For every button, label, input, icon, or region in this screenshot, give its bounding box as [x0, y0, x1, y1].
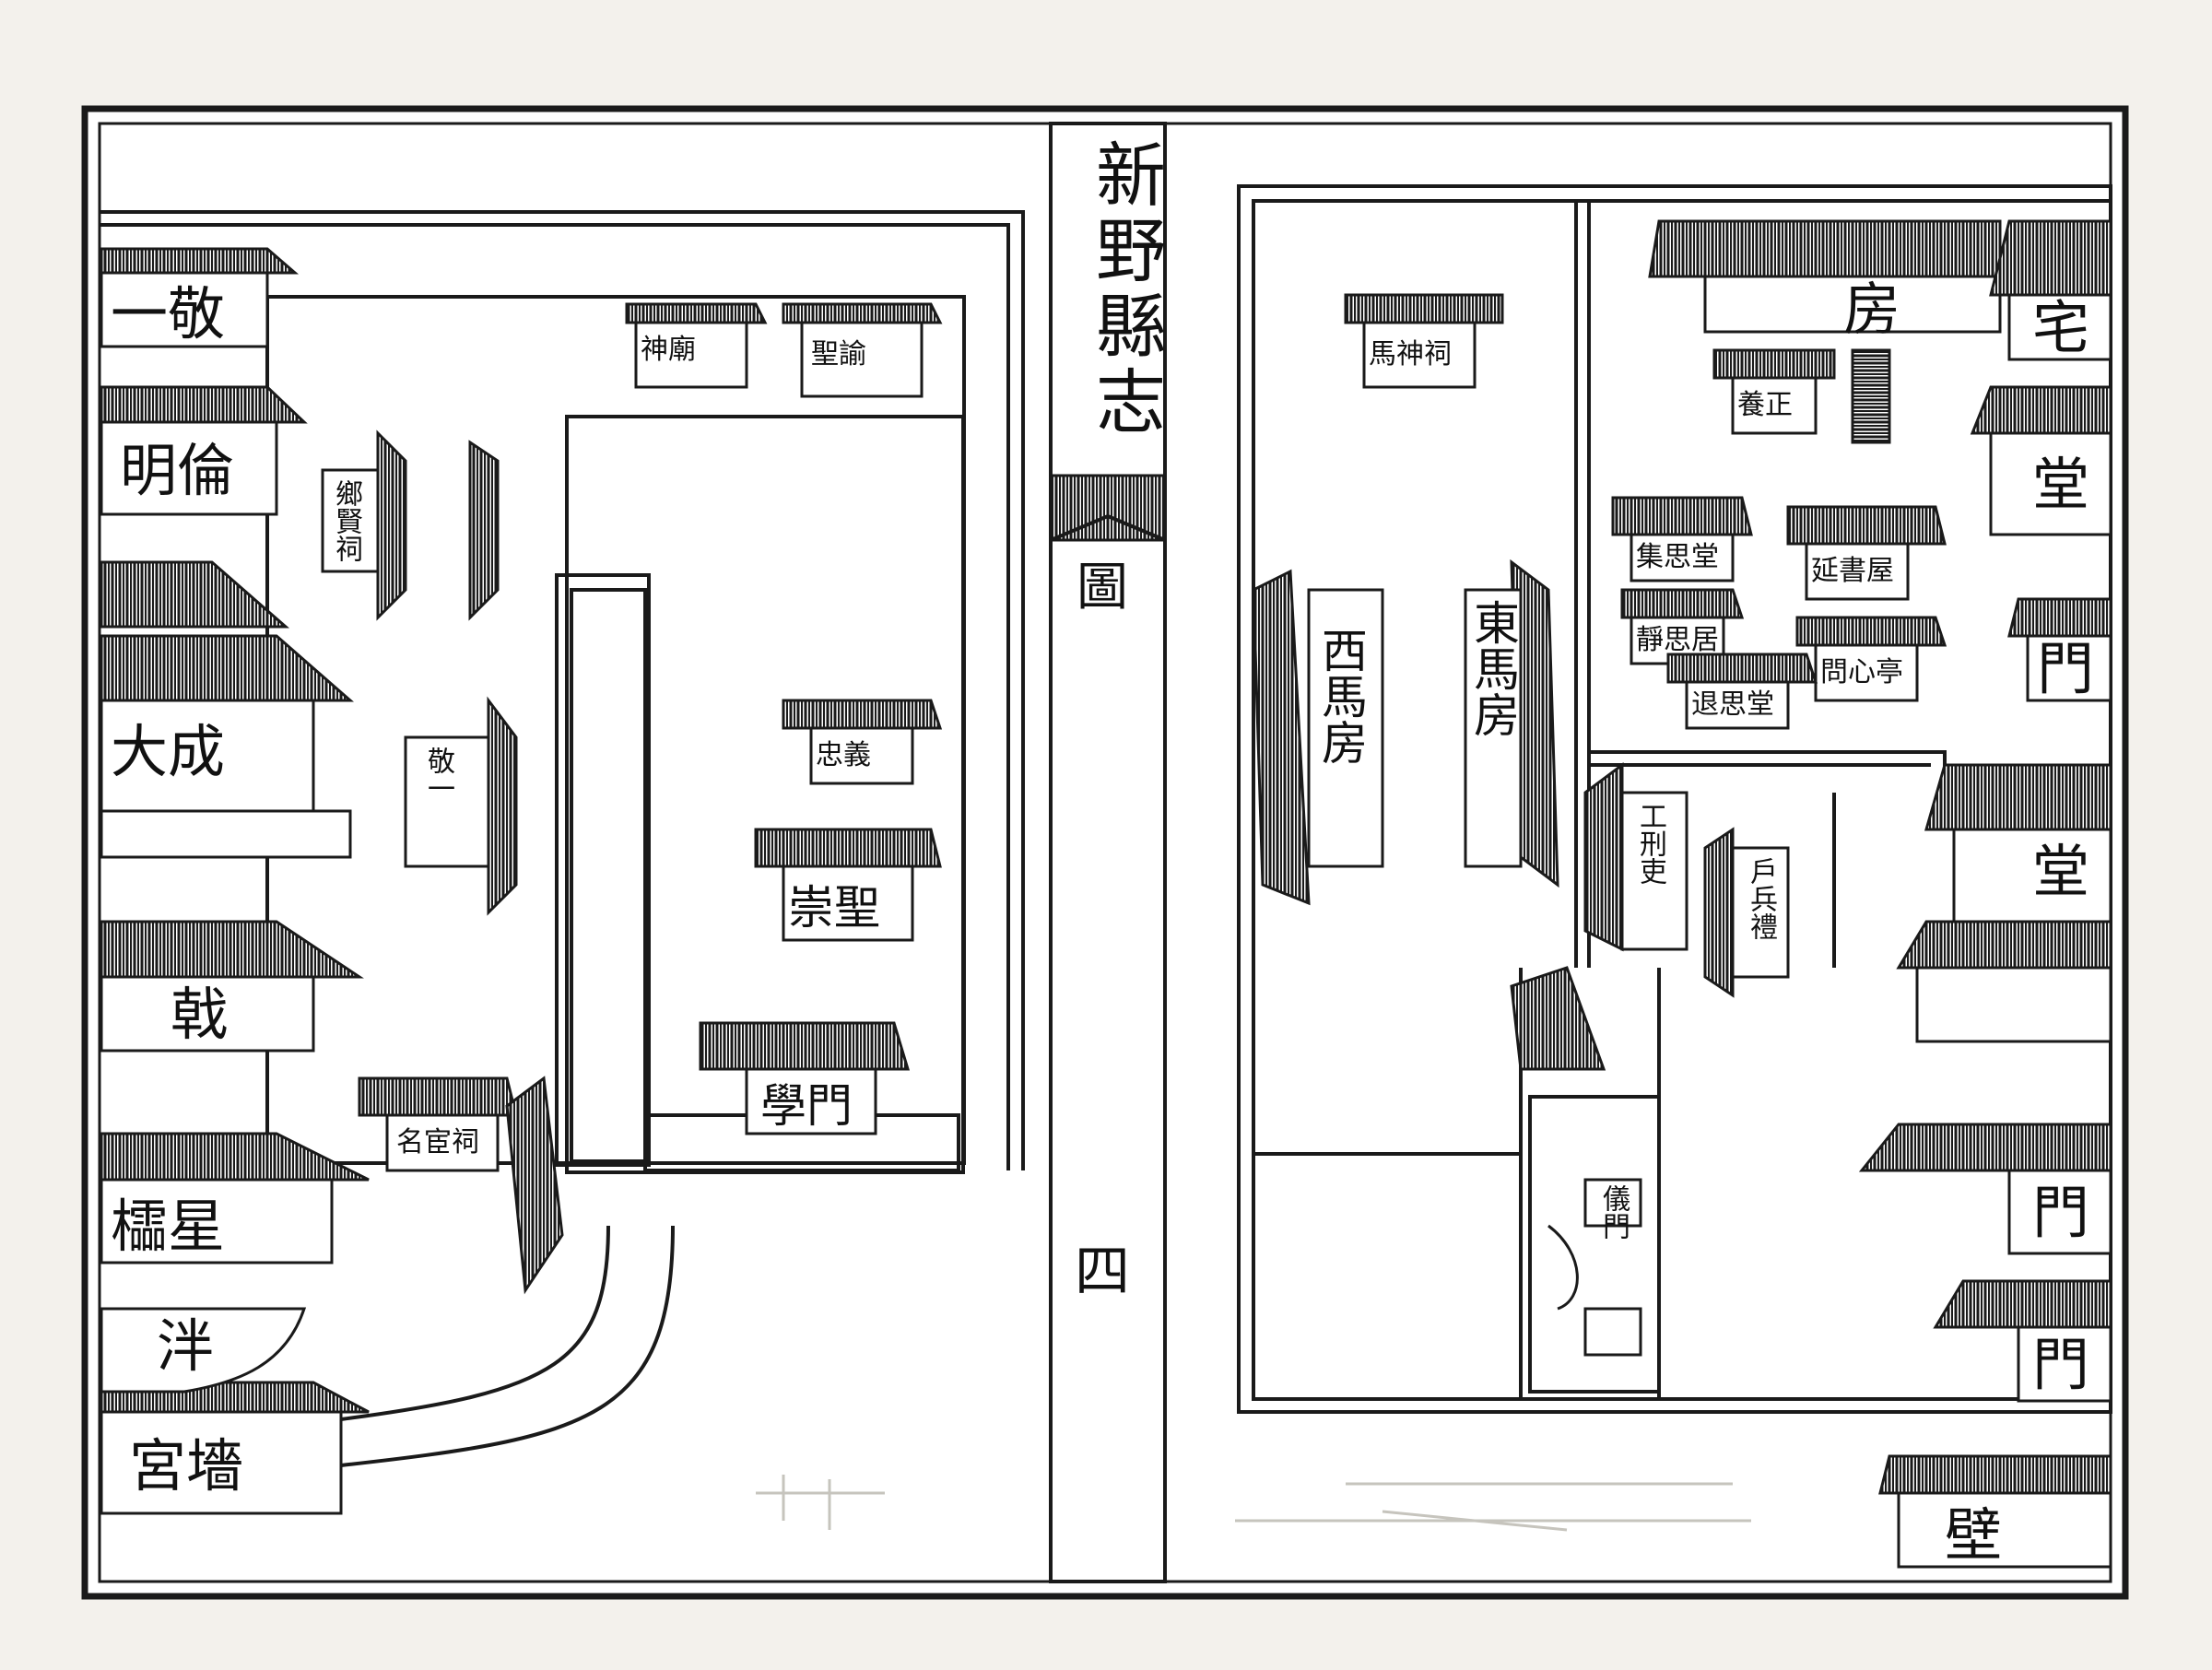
label-wenxin-pavilion: 問心亭	[1820, 656, 1903, 688]
right-buildings	[1252, 219, 2112, 1569]
label-tingshu-house: 延書屋	[1811, 555, 1894, 587]
label-men-gate-2: 門	[2032, 1179, 2090, 1246]
label-men-gate-1: 門	[2037, 635, 2095, 702]
label-yimen-gate: 儀門	[1597, 1184, 1630, 1240]
label-shen-temple: 神廟	[641, 334, 696, 366]
label-zhongyi-shrine: 忠義	[816, 739, 871, 771]
label-hu-bing-li-offices: 戶兵禮	[1745, 857, 1777, 940]
faded-seal-marks	[756, 1475, 1751, 1532]
label-pan-pool: 泮	[157, 1312, 215, 1380]
label-jingsi-residence: 靜思居	[1636, 624, 1719, 656]
label-gongqiang-wall: 宮墻	[129, 1432, 244, 1499]
label-men-gate-3: 門	[2032, 1331, 2090, 1398]
label-tang-hall-upper: 堂	[2032, 451, 2090, 518]
label-bi-screen-wall: 壁	[1945, 1501, 2003, 1569]
label-jingyi-pavilion: 敬一	[422, 747, 454, 802]
label-lingxing-gate: 櫺星	[111, 1193, 226, 1260]
label-jingyi-gate: 一敬	[111, 280, 226, 347]
book-title: 新野縣志	[1084, 138, 1166, 441]
label-minglun-hall: 明倫	[120, 437, 235, 504]
section-label: 圖	[1077, 558, 1128, 617]
label-shengyi-pavilion: 聖諭	[811, 338, 866, 370]
roof-gate-top	[100, 247, 300, 275]
label-minghuan-shrine: 名宦祠	[396, 1126, 479, 1158]
label-zhai-residence: 宅	[2032, 294, 2090, 361]
spine-column	[1049, 122, 1167, 1583]
left-buildings	[100, 247, 943, 1515]
label-ji-gate: 戟	[171, 981, 229, 1048]
label-xuemen-gate: 學門	[760, 1079, 853, 1133]
label-tuisi-hall: 退思堂	[1691, 688, 1774, 721]
label-gong-xing-li-offices: 工刑吏	[1634, 802, 1666, 885]
label-west-stable: 西馬房	[1314, 627, 1368, 765]
label-dacheng-hall: 大成	[111, 718, 226, 785]
label-yangzheng-room: 養正	[1737, 389, 1793, 421]
label-tang-hall-main: 堂	[2032, 838, 2090, 905]
label-xiangxian-shrine: 鄉賢祠	[330, 479, 362, 562]
label-east-stable: 東馬房	[1466, 599, 1520, 737]
label-chongsheng-shrine: 崇聖	[788, 881, 880, 935]
label-mashen-shrine: 馬神祠	[1369, 338, 1452, 370]
page-number: 四	[1075, 1240, 1130, 1304]
label-fang-rooms: 房	[1843, 276, 1901, 343]
label-jisi-hall: 集思堂	[1636, 541, 1719, 573]
left-compound	[99, 210, 1025, 1467]
